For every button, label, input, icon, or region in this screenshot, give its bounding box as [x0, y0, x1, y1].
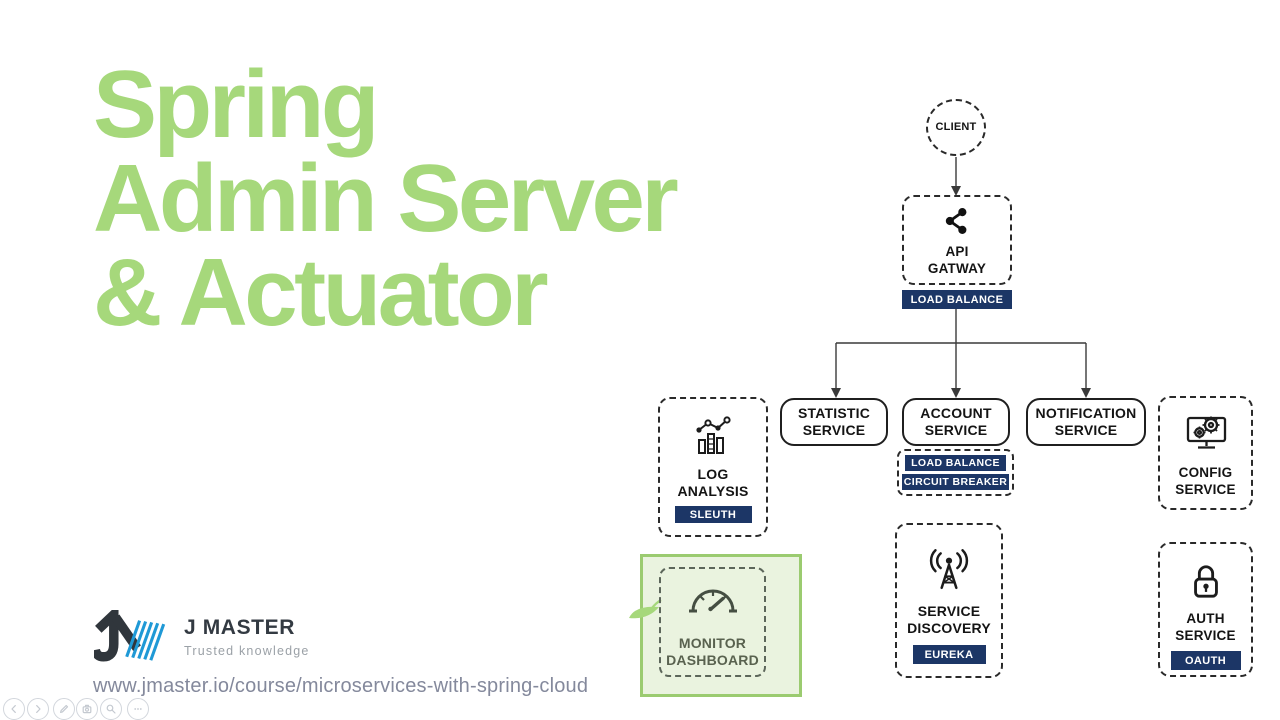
service-discovery-node: SERVICE DISCOVERY EUREKA — [895, 523, 1003, 678]
account-badges: LOAD BALANCE CIRCUIT BREAKER — [897, 449, 1014, 496]
monitor-label-1: MONITOR — [678, 635, 747, 651]
antenna-icon — [929, 549, 969, 590]
gauge-icon — [688, 589, 737, 613]
config-service-node: CONFIG SERVICE — [1158, 396, 1253, 510]
client-node: CLIENT — [926, 99, 986, 156]
more-icon — [134, 708, 142, 710]
config-label-1: CONFIG — [1178, 465, 1233, 480]
share-icon — [945, 208, 967, 234]
forward-icon — [36, 705, 41, 713]
page-title: Spring Admin Server & Actuator — [93, 51, 679, 346]
log-analysis-label-1: LOG — [697, 466, 729, 482]
config-gears-icon — [1186, 416, 1226, 449]
api-gateway-label-1: API — [945, 244, 969, 259]
title-line-1: Spring — [93, 51, 379, 158]
notification-service-node: NOTIFICATION SERVICE — [1026, 398, 1146, 446]
log-chart-icon — [696, 416, 731, 454]
log-analysis-label-2: ANALYSIS — [677, 483, 749, 499]
account-label-1: ACCOUNT — [920, 405, 992, 421]
brand-name: J MASTER — [184, 616, 295, 639]
back-icon — [11, 705, 16, 713]
config-label-2: SERVICE — [1175, 482, 1236, 497]
auth-service-node: AUTH SERVICE OAUTH — [1158, 542, 1253, 677]
lock-icon — [1193, 565, 1218, 598]
draw-button[interactable] — [53, 698, 75, 720]
api-gateway-label-2: GATWAY — [927, 261, 987, 276]
monitor-label-2: DASHBOARD — [666, 652, 759, 668]
log-analysis-node: LOG ANALYSIS SLEUTH — [658, 397, 768, 537]
notification-label-2: SERVICE — [1054, 422, 1118, 438]
notification-label-1: NOTIFICATION — [1035, 405, 1137, 421]
sleuth-badge: SLEUTH — [674, 506, 752, 523]
service-discovery-label-2: DISCOVERY — [907, 620, 991, 636]
forward-button[interactable] — [27, 698, 49, 720]
zoom-button[interactable] — [100, 698, 122, 720]
jmaster-logo-icon — [94, 610, 166, 662]
auth-label-2: SERVICE — [1175, 628, 1236, 643]
statistic-label-1: STATISTIC — [797, 405, 871, 421]
account-label-2: SERVICE — [924, 422, 988, 438]
brand-logo: J MASTER Trusted knowledge — [94, 610, 310, 664]
client-label: CLIENT — [935, 121, 977, 133]
auth-label-1: AUTH — [1186, 611, 1225, 626]
statistic-service-node: STATISTIC SERVICE — [780, 398, 888, 446]
leaf-pointer-icon — [629, 599, 662, 619]
statistic-label-2: SERVICE — [802, 422, 866, 438]
brand-tagline: Trusted knowledge — [184, 644, 310, 658]
title-line-2: Admin Server — [93, 145, 679, 252]
monitor-dashboard-highlight: MONITOR DASHBOARD — [629, 554, 802, 697]
title-line-3: & Actuator — [93, 239, 549, 346]
pencil-icon — [60, 704, 69, 713]
account-load-balance-badge: LOAD BALANCE — [905, 455, 1006, 471]
more-button[interactable] — [127, 698, 149, 720]
capture-button[interactable] — [76, 698, 98, 720]
course-url: www.jmaster.io/course/microservices-with… — [93, 675, 589, 697]
magnifier-icon — [106, 704, 116, 714]
service-discovery-label-1: SERVICE — [917, 603, 981, 619]
monitor-dashboard-node: MONITOR DASHBOARD — [659, 567, 766, 677]
eureka-badge: EUREKA — [912, 645, 986, 664]
account-circuit-breaker-badge: CIRCUIT BREAKER — [902, 474, 1009, 490]
capture-icon — [82, 704, 92, 714]
account-service-node: ACCOUNT SERVICE — [902, 398, 1010, 446]
api-gateway-node: API GATWAY — [902, 195, 1012, 285]
oauth-badge: OAUTH — [1170, 651, 1241, 670]
back-button[interactable] — [3, 698, 25, 720]
load-balance-badge: LOAD BALANCE — [902, 290, 1012, 309]
